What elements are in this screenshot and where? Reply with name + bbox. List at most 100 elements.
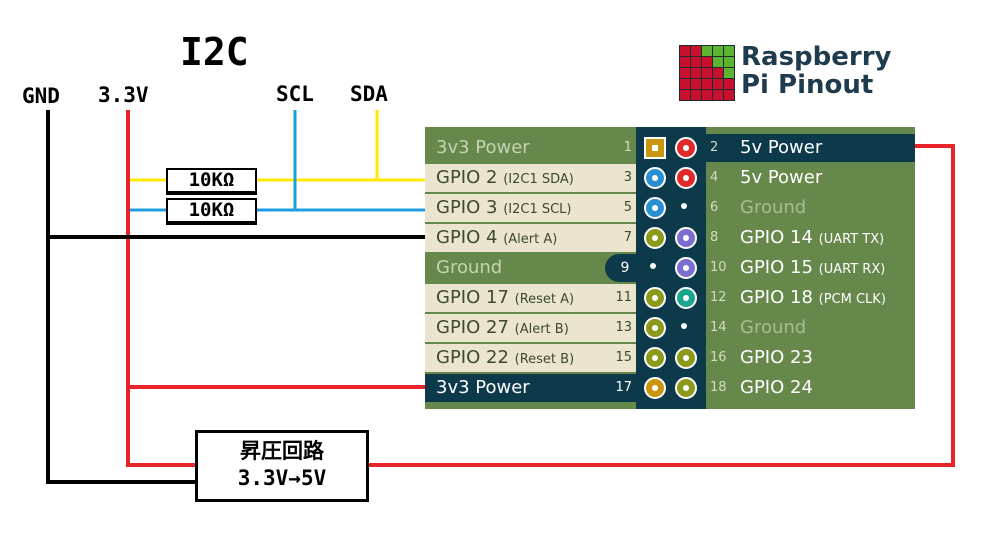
pin-name: Ground — [740, 314, 806, 342]
pin-function: (UART TX) — [818, 232, 885, 247]
pin-4-icon — [675, 167, 697, 189]
pin-name: GPIO 14 (UART TX) — [740, 224, 884, 254]
logo-cell — [724, 90, 734, 100]
pin-name: GPIO 18 (PCM CLK) — [740, 284, 886, 314]
sda-wire — [375, 110, 427, 182]
pin-label: GPIO 2 — [436, 167, 498, 188]
boost-converter-voltage: 3.3V→5V — [237, 466, 327, 490]
pin-2-icon — [675, 137, 697, 159]
pin-function: (Reset B) — [514, 352, 575, 367]
logo-cell — [713, 90, 723, 100]
left-pin-row: GPIO 27 (Alert B) 13 — [425, 314, 636, 342]
logo-cell — [724, 46, 734, 56]
pin-name: Ground — [740, 194, 806, 222]
raspberry-pi-pinout-logo-icon — [679, 45, 735, 101]
pin-name: Ground — [436, 254, 502, 282]
pin-number: 6 — [710, 200, 719, 215]
logo-cell — [713, 68, 723, 78]
i2c-heading: I2C — [180, 30, 249, 74]
pin-number: 17 — [615, 380, 632, 395]
pin-name: GPIO 24 — [740, 374, 813, 402]
pin-name: GPIO 27 (Alert B) — [436, 314, 569, 344]
boost-converter-box: 昇圧回路 3.3V→5V — [195, 430, 369, 502]
pin-7-icon — [644, 227, 666, 249]
pin-label: 3v3 Power — [436, 377, 530, 398]
pin-label: GPIO 15 — [740, 257, 813, 278]
scl-label: SCL — [276, 82, 314, 106]
pin-number: 7 — [623, 230, 632, 245]
v33-label: 3.3V — [98, 83, 149, 107]
left-pin-row: Ground — [425, 254, 636, 282]
pin-function: (I2C1 SCL) — [503, 202, 572, 217]
pin-name: 3v3 Power — [436, 134, 530, 162]
pin-name: 3v3 Power — [436, 374, 530, 402]
pin-1-icon — [644, 137, 666, 159]
pin-number: 12 — [710, 290, 727, 305]
right-pin-row: 6 Ground — [706, 194, 915, 222]
logo-cell — [702, 68, 712, 78]
gnd-label: GND — [22, 84, 60, 108]
logo-cell — [680, 79, 690, 89]
pullup-resistor-scl: 10KΩ — [166, 198, 257, 223]
right-pin-row: 4 5v Power — [706, 164, 915, 192]
pin-8-icon — [675, 227, 697, 249]
pin-label: Ground — [436, 257, 503, 278]
pin-name: GPIO 22 (Reset B) — [436, 344, 574, 374]
pin-10-icon — [675, 257, 697, 279]
v33-wire — [126, 110, 197, 467]
pin-label: GPIO 14 — [740, 227, 813, 248]
right-pin-row: 16 GPIO 23 — [706, 344, 915, 372]
left-pin-row: GPIO 2 (I2C1 SDA)3 — [425, 164, 636, 192]
pin-number: 16 — [710, 350, 727, 365]
logo-text-line2: Pi Pinout — [741, 70, 874, 100]
left-pin-row: GPIO 17 (Reset A) 11 — [425, 284, 636, 312]
scl-wire — [293, 110, 427, 212]
pin-name: GPIO 3 (I2C1 SCL) — [436, 194, 572, 224]
logo-cell — [691, 57, 701, 67]
pin-number: 9 — [620, 260, 630, 276]
pin-function: (Alert B) — [514, 322, 569, 337]
gnd-wire — [46, 110, 197, 484]
pin-name: 5v Power — [740, 164, 822, 192]
pin-14-icon — [675, 317, 697, 339]
pin-17-icon — [644, 377, 666, 399]
logo-text-line1: Raspberry — [741, 42, 892, 72]
pin-16-icon — [675, 347, 697, 369]
pin-name: 5v Power — [740, 134, 822, 162]
pin-12-icon — [675, 287, 697, 309]
logo-cell — [680, 90, 690, 100]
logo-cell — [691, 79, 701, 89]
pin-name: GPIO 4 (Alert A) — [436, 224, 557, 254]
pin-number: 8 — [710, 230, 719, 245]
pin-number: 18 — [710, 380, 727, 395]
pin-name: GPIO 23 — [740, 344, 813, 372]
left-pin-row: 3v3 Power 1 — [425, 134, 636, 162]
logo-cell — [724, 68, 734, 78]
pin-number: 13 — [615, 320, 632, 335]
pin-number: 15 — [615, 350, 632, 365]
pin-function: (Reset A) — [514, 292, 575, 307]
logo-cell — [702, 57, 712, 67]
logo-cell — [713, 46, 723, 56]
pin-9-icon — [644, 257, 666, 279]
pin-number: 10 — [710, 260, 727, 275]
pin-name: GPIO 2 (I2C1 SDA) — [436, 164, 574, 194]
pin-label: Ground — [740, 317, 807, 338]
logo-cell — [713, 79, 723, 89]
left-pin-row: GPIO 4 (Alert A) 7 — [425, 224, 636, 252]
pin-number: 4 — [710, 170, 719, 185]
pin-function: (PCM CLK) — [818, 292, 886, 307]
pin-label: GPIO 17 — [436, 287, 509, 308]
pin-number: 11 — [615, 290, 632, 305]
v5-wire — [369, 144, 955, 467]
pin-number: 1 — [623, 140, 632, 155]
pin-label: GPIO 4 — [436, 227, 498, 248]
logo-cell — [702, 90, 712, 100]
logo-cell — [702, 46, 712, 56]
logo-cell — [724, 79, 734, 89]
pin-3-icon — [644, 167, 666, 189]
pin-label: 3v3 Power — [436, 137, 530, 158]
logo-cell — [702, 79, 712, 89]
logo-cell — [724, 57, 734, 67]
